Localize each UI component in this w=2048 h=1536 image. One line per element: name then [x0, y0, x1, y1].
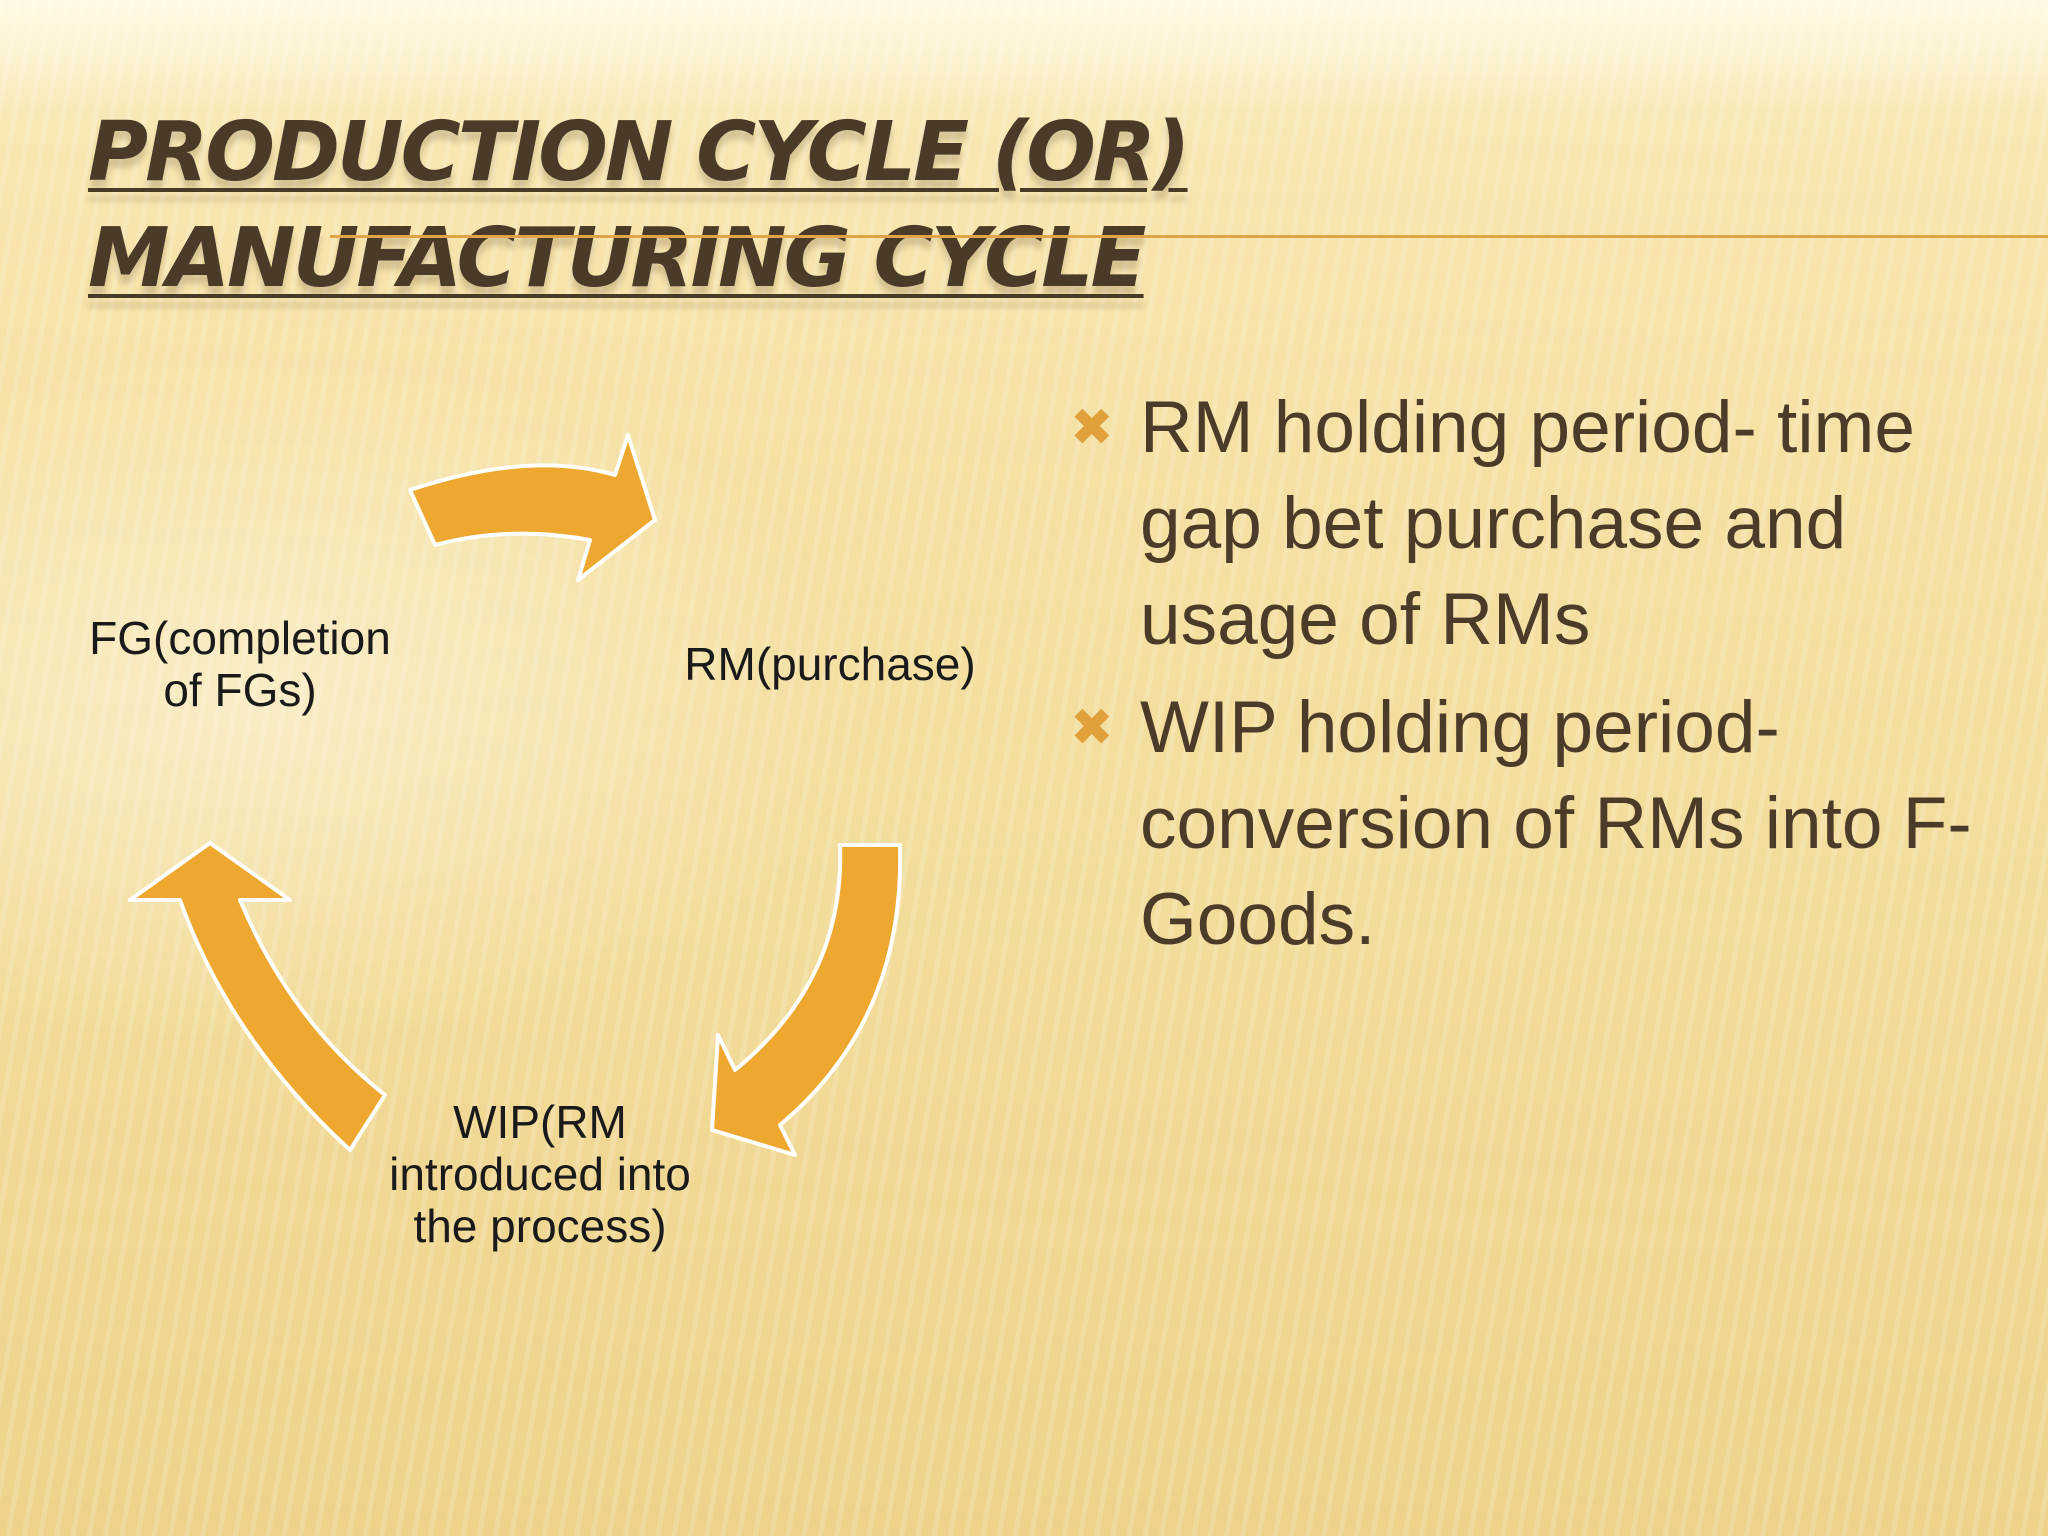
arrow-rm-to-wip [710, 843, 903, 1157]
cycle-node-fg: FG(completion of FGs) [60, 612, 420, 716]
cycle-node-rm-line1: RM(purchase) [684, 638, 976, 690]
bullet-item: ✖ RM holding period- time gap bet purcha… [1060, 380, 2020, 668]
x-mark-icon: ✖ [1070, 399, 1114, 457]
bullet-item-text: WIP holding period- conversion of RMs in… [1140, 687, 1972, 960]
cycle-node-wip-line2: introduced into [389, 1148, 691, 1200]
cycle-node-fg-line2: of FGs) [163, 664, 317, 716]
slide-title: Production Cycle (or) Manufacturing Cycl… [88, 105, 1191, 306]
title-accent-rule [330, 235, 2048, 238]
bullet-list: ✖ RM holding period- time gap bet purcha… [1060, 380, 2020, 980]
bullet-item: ✖ WIP holding period- conversion of RMs … [1060, 680, 2020, 968]
arrow-fg-to-rm [408, 433, 657, 582]
production-cycle-diagram: FG(completion of FGs) RM(purchase) WIP(R… [0, 380, 1040, 1300]
bullet-item-text: RM holding period- time gap bet purchase… [1140, 387, 1915, 660]
cycle-node-wip-line1: WIP(RM [453, 1096, 627, 1148]
cycle-node-rm: RM(purchase) [650, 638, 1010, 690]
cycle-node-wip: WIP(RM introduced into the process) [360, 1096, 720, 1252]
cycle-node-fg-line1: FG(completion [89, 612, 391, 664]
cycle-node-wip-line3: the process) [413, 1200, 667, 1252]
arrow-wip-to-fg [128, 841, 387, 1152]
x-mark-icon: ✖ [1070, 699, 1114, 757]
cycle-arrows [128, 433, 903, 1157]
